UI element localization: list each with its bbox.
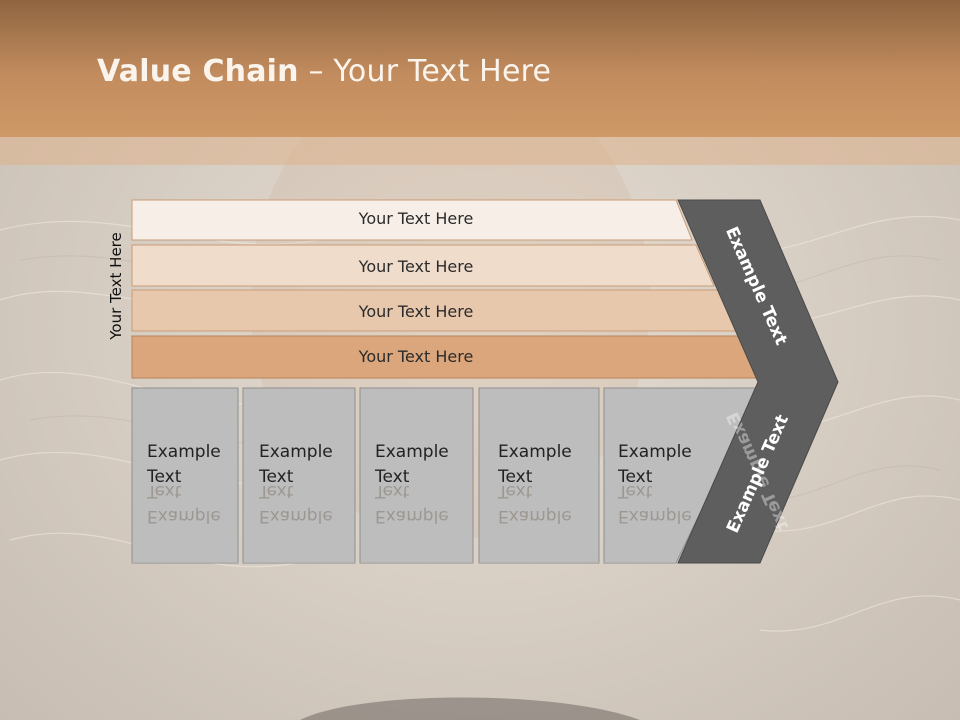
bar-3-label: Your Text Here	[358, 302, 474, 321]
box-5-line1: Example	[618, 442, 692, 462]
bar-2	[131, 244, 715, 287]
box-5-line2: Text	[618, 467, 653, 487]
box-1-line2: Text	[147, 467, 182, 487]
slide-title: Value Chain – Your Text Here	[97, 54, 551, 89]
box-1	[131, 387, 239, 564]
box-3-line2: Text	[375, 467, 410, 487]
reflection-box-2-line2: Text	[259, 481, 294, 501]
box-4	[478, 387, 600, 564]
box-5	[603, 387, 761, 564]
bar-4-label: Your Text Here	[358, 347, 474, 366]
reflection-shapes	[131, 562, 761, 563]
box-2-line2: Text	[259, 467, 294, 487]
box-3-line1: Example	[375, 442, 449, 462]
reflection-box-4-text: Example Text	[498, 478, 572, 528]
bar-2-label: Your Text Here	[358, 257, 474, 276]
title-rest: – Your Text Here	[298, 54, 552, 89]
title-bold: Value Chain	[97, 54, 299, 89]
reflection-box-3-line1: Example	[375, 506, 449, 526]
reflection-box-5-text: Example Text	[618, 478, 692, 528]
reflection-box-3-text: Example Text	[375, 478, 449, 528]
reflection-box-1-line2: Text	[147, 481, 182, 501]
box-4-line1: Example	[498, 442, 572, 462]
reflection-box-3-line2: Text	[375, 481, 410, 501]
reflection-box-5-line2: Text	[618, 481, 653, 501]
reflection-box-4-line2: Text	[498, 481, 533, 501]
reflection-box-5-line1: Example	[618, 506, 692, 526]
reflection-box-4-line1: Example	[498, 506, 572, 526]
bar-1-label: Your Text Here	[358, 209, 474, 228]
header-band	[0, 0, 960, 137]
header-sub-band	[0, 137, 960, 165]
reflection-box-2-line1: Example	[259, 506, 333, 526]
box-2	[242, 387, 356, 564]
bar-1	[131, 199, 693, 241]
box-1-line1: Example	[147, 442, 221, 462]
box-2-line1: Example	[259, 442, 333, 462]
chevron	[677, 199, 839, 564]
reflection-box-2-text: Example Text	[259, 478, 333, 528]
reflection-box-1-line1: Example	[147, 506, 221, 526]
box-4-line2: Text	[498, 467, 533, 487]
reflection-box-1-text: Example Text	[147, 478, 221, 528]
box-3	[359, 387, 474, 564]
